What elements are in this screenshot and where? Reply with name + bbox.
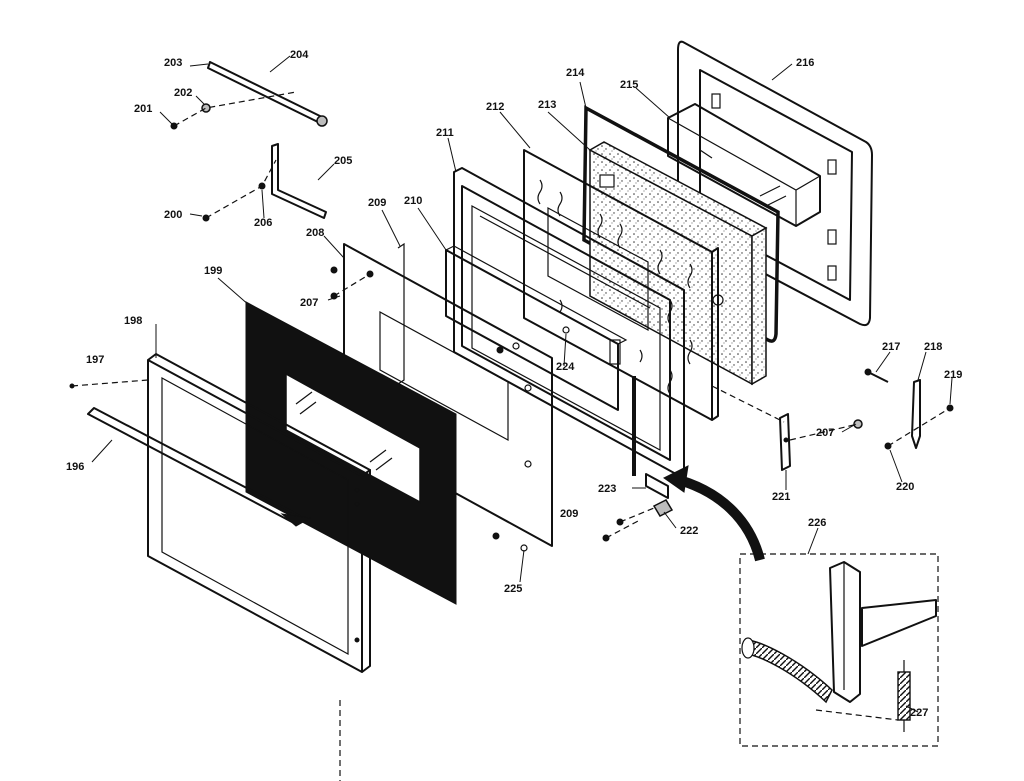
callout-197: 197 [86,354,104,366]
callout-210: 210 [404,195,422,207]
dark-glass-panel-199 [245,301,457,605]
hinge-rod-223 [632,376,674,517]
callout-199: 199 [204,265,222,277]
glass-pack-215 [667,103,821,227]
callout-211: 211 [436,127,454,139]
callout-200: 200 [164,209,182,221]
callout-216: 216 [796,57,814,69]
callout-214: 214 [566,67,585,79]
callout-205: 205 [334,155,352,167]
callout-215: 215 [620,79,638,91]
callout-202: 202 [174,87,192,99]
top-bracket-203 [207,61,328,127]
detail-arrow [663,465,765,562]
callout-222: 222 [680,525,698,537]
side-bracket-205 [271,143,327,219]
hinge-arm-218 [911,379,921,449]
leader-lines [91,55,953,713]
callout-labels: 196 197 198 199 200 201 202 203 204 205 … [66,49,962,719]
callout-208: 208 [306,227,324,239]
callout-219: 219 [944,369,962,381]
gasket-214 [582,105,780,343]
callout-206: 206 [254,217,272,229]
pin-217 [864,368,889,383]
callout-209-bottom: 209 [560,508,578,520]
callout-221: 221 [772,491,790,503]
callout-218: 218 [924,341,942,353]
callout-212: 212 [486,101,504,113]
callout-203: 203 [164,57,182,69]
window-glass-210 [445,245,628,411]
callout-198: 198 [124,315,142,327]
hinge-detail-226 [739,553,939,747]
alignment-lines [71,91,951,781]
callout-227: 227 [910,707,928,719]
outer-frame-198 [147,353,371,673]
callout-204: 204 [290,49,309,61]
callout-223: 223 [598,483,616,495]
callout-217: 217 [882,341,900,353]
callout-209-top: 209 [368,197,386,209]
callout-220: 220 [896,481,914,493]
callout-213: 213 [538,99,556,111]
callout-226: 226 [808,517,826,529]
hinge-bracket-221 [779,413,791,471]
handle-rod-196 [87,407,312,527]
callout-224: 224 [556,361,575,373]
callout-201: 201 [134,103,152,115]
callout-207-left: 207 [300,297,318,309]
callout-225: 225 [504,583,522,595]
callout-207-right: 207 [816,427,834,439]
callout-196: 196 [66,461,84,473]
